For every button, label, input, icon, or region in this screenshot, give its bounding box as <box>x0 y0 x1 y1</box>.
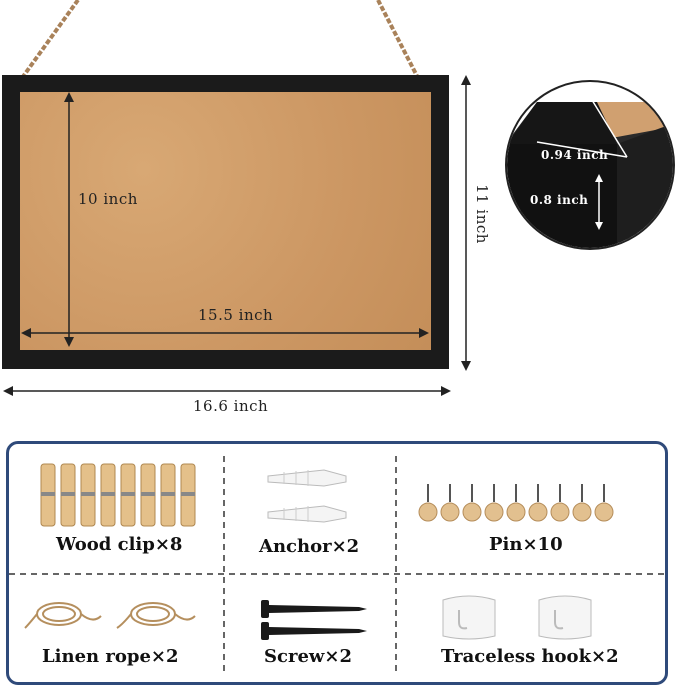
screw-label: Screw×2 <box>264 646 352 667</box>
anchor-label: Anchor×2 <box>259 536 360 557</box>
traceless-hooks-image <box>442 595 592 640</box>
linen-rope-image <box>24 602 196 629</box>
cork-surface <box>20 92 431 350</box>
corner-detail-illustration <box>507 99 673 248</box>
anchors-image <box>267 469 347 523</box>
wood-clip-label: Wood clip×8 <box>56 534 183 555</box>
dimension-arrows <box>3 75 471 396</box>
hanging-rope <box>20 0 420 80</box>
accessories-panel: Wood clip×8 Anchor×2 Pin×10 <box>6 441 668 685</box>
wood-clips-image <box>40 463 196 527</box>
pin-label: Pin×10 <box>489 534 563 555</box>
panel-dividers <box>9 456 665 674</box>
board-width-label: 15.5 inch <box>198 306 274 324</box>
screws-image <box>261 600 367 640</box>
frame-height-label: 11 inch <box>472 184 491 244</box>
linen-rope-label: Linen rope×2 <box>42 646 179 667</box>
cork-board-frame <box>2 75 449 369</box>
frame-width-label: 16.6 inch <box>193 397 269 415</box>
frame-face-width-label: 0.94 inch <box>541 148 609 162</box>
corner-detail-circle <box>505 80 675 250</box>
board-height-label: 10 inch <box>78 190 138 208</box>
frame-depth-label: 0.8 inch <box>530 193 589 207</box>
pins-image <box>418 484 614 522</box>
traceless-hook-label: Traceless hook×2 <box>441 646 619 667</box>
